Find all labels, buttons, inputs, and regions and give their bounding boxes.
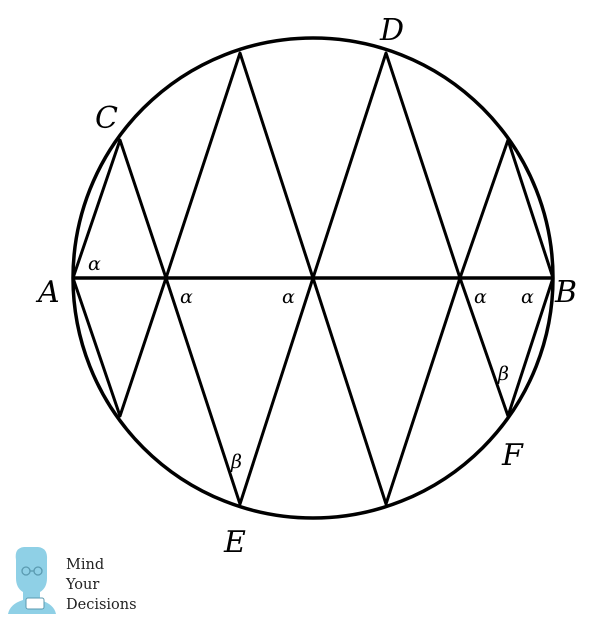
angle-beta-at-f: β [497, 363, 509, 385]
angle-beta-at-e: β [230, 451, 242, 473]
logo-line-1: Mind [66, 557, 104, 573]
logo-line-2: Your [65, 577, 99, 593]
upper-zigzag [71, 51, 555, 280]
point-c-label: C [95, 101, 118, 136]
logo: Mind Your Decisions [8, 547, 137, 614]
point-b-label: B [554, 275, 577, 310]
head-icon [8, 547, 56, 614]
angle-alpha-left: α [180, 286, 193, 308]
angle-alpha-center: α [282, 286, 295, 308]
logo-line-3: Decisions [66, 597, 137, 613]
point-e-label: E [223, 525, 246, 560]
lower-zigzag [71, 276, 555, 506]
angle-alpha-at-a: α [88, 253, 101, 275]
angle-alpha-at-b: α [521, 286, 534, 308]
point-d-label: D [379, 13, 404, 48]
point-f-label: F [501, 438, 524, 473]
point-a-label: A [35, 275, 60, 310]
angle-alpha-right: α [474, 286, 487, 308]
